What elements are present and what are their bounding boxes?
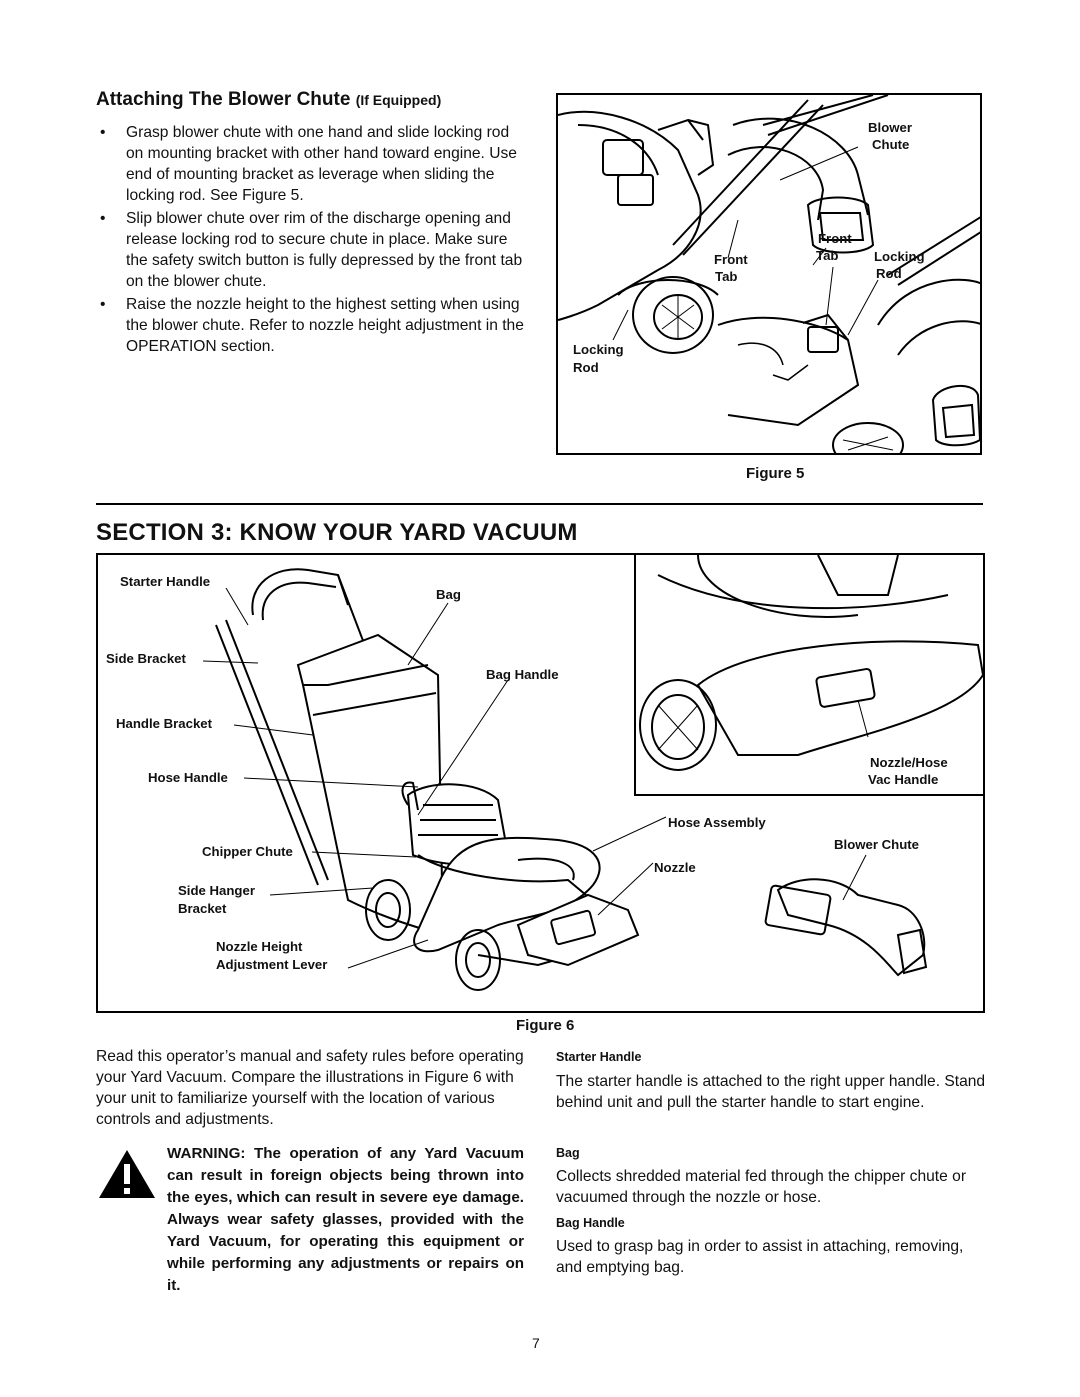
label-nozzle: Nozzle [654, 860, 696, 875]
label-starter-handle: Starter Handle [120, 574, 211, 589]
section-title: SECTION 3: KNOW YOUR YARD VACUUM [96, 519, 578, 546]
bag-handle-text: Used to grasp bag in order to assist in … [556, 1238, 964, 1276]
starter-handle-heading: Starter Handle [556, 1050, 642, 1064]
bag-heading: Bag [556, 1146, 580, 1160]
callout-locking-b: Locking [573, 342, 624, 357]
label-hose-handle: Hose Handle [148, 770, 228, 785]
step-item: Slip blower chute over rim of the discha… [96, 208, 526, 292]
callout-rod-b: Rod [573, 360, 599, 375]
blower-chute-steps: Grasp blower chute with one hand and sli… [96, 122, 526, 359]
figure-6-caption: Figure 6 [516, 1017, 575, 1034]
step-item: Raise the nozzle height to the highest s… [96, 294, 526, 357]
step-item: Grasp blower chute with one hand and sli… [96, 122, 526, 206]
if-equipped-note: (If Equipped) [355, 92, 442, 108]
starter-handle-text: The starter handle is attached to the ri… [556, 1073, 986, 1111]
label-handle-bracket: Handle Bracket [116, 716, 213, 731]
label-adjustment-lever: Adjustment Lever [216, 957, 328, 972]
label-side-hanger: Side Hanger [178, 883, 255, 898]
yard-vacuum-drawing [202, 555, 983, 991]
section-divider [96, 503, 983, 505]
label-blower-chute: Blower Chute [834, 837, 919, 852]
page-number: 7 [532, 1335, 540, 1351]
label-bracket: Bracket [178, 901, 227, 916]
callout-front-a: Front [818, 231, 852, 246]
label-nozzle-hose: Nozzle/Hose [870, 755, 948, 770]
blower-chute-drawing [558, 95, 980, 453]
figure-5-caption: Figure 5 [746, 465, 805, 482]
callout-tab-b: Tab [715, 269, 738, 284]
warning-icon [97, 1148, 157, 1200]
callout-blower: Blower [868, 120, 912, 135]
label-chipper-chute: Chipper Chute [202, 844, 293, 859]
label-vac-handle: Vac Handle [868, 772, 939, 787]
callout-chute: Chute [872, 137, 910, 152]
callout-locking-a: Locking [874, 249, 925, 264]
callout-rod-a: Rod [876, 266, 902, 281]
label-hose-assembly: Hose Assembly [668, 815, 766, 830]
bag-text: Collects shredded material fed through t… [556, 1168, 967, 1206]
warning-text: WARNING: The operation of any Yard Vacuu… [167, 1145, 524, 1294]
label-bag-handle: Bag Handle [486, 667, 559, 682]
label-side-bracket: Side Bracket [106, 651, 186, 666]
figure-5-illustration: Blower Chute Front Tab Locking Rod Front… [556, 93, 982, 455]
bag-handle-heading: Bag Handle [556, 1216, 625, 1230]
label-bag: Bag [436, 587, 461, 602]
callout-tab-a: Tab [816, 248, 839, 263]
intro-paragraph: Read this operator’s manual and safety r… [96, 1048, 524, 1128]
blower-chute-heading: Attaching The Blower Chute (If Equipped) [96, 89, 442, 110]
figure-6-illustration: Starter Handle Bag Side Bracket Bag Hand… [96, 553, 985, 1013]
label-nozzle-height: Nozzle Height [216, 939, 303, 954]
callout-front-b: Front [714, 252, 748, 267]
